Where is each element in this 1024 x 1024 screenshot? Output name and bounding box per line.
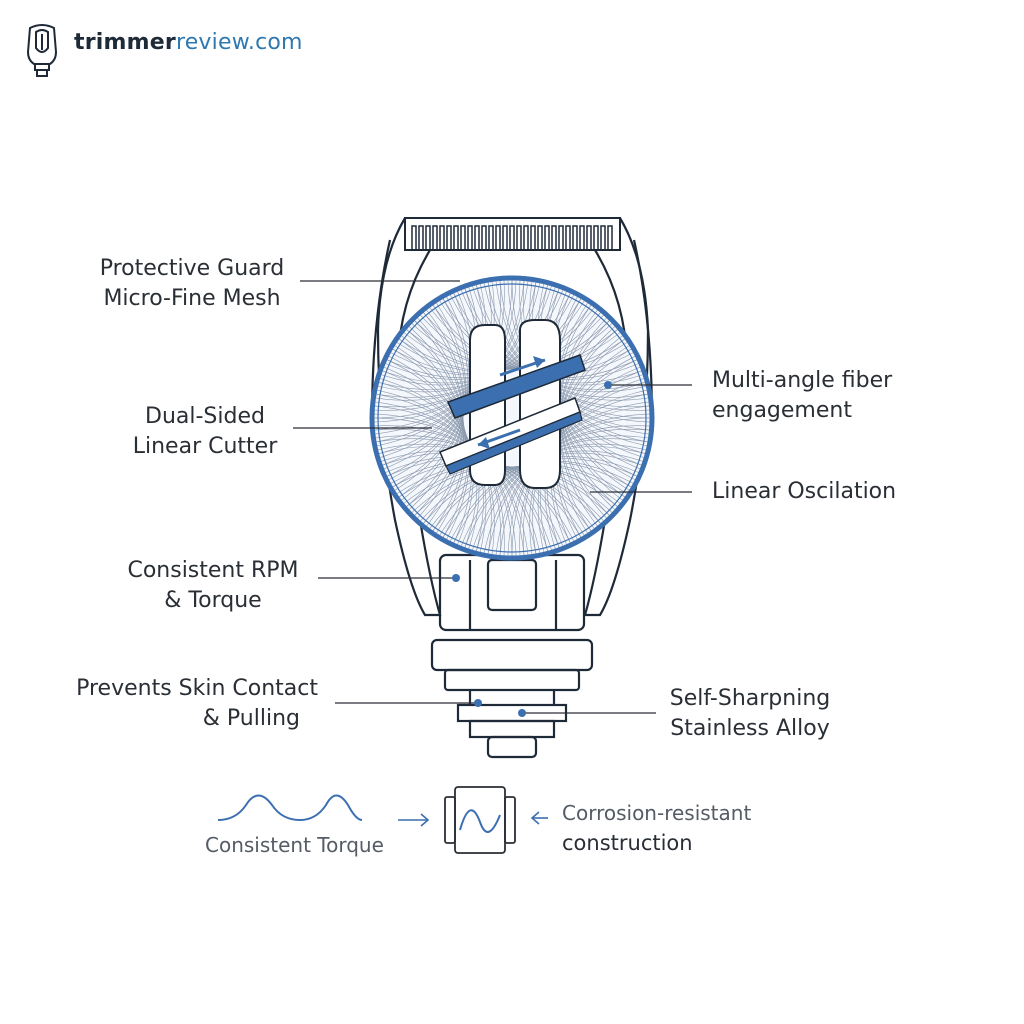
brand-name[interactable]: trimmerreview.com — [74, 30, 303, 55]
callout-dual-sided-line2: Linear Cutter — [132, 434, 278, 459]
corrosion-label-line2: construction — [562, 831, 693, 855]
callout-dual-sided: Dual-Sided Linear Cutter — [120, 402, 290, 462]
brand-name-part1: trimmer — [74, 30, 176, 55]
oscillation-box-icon — [444, 786, 516, 854]
callout-multi-angle: Multi-angle fiber engagement — [712, 366, 942, 426]
callout-protective-guard-line1: Protective Guard — [99, 256, 285, 281]
callout-consistent-rpm: Consistent RPM & Torque — [118, 556, 308, 616]
leader-lines — [293, 280, 692, 714]
comb-teeth — [404, 217, 621, 251]
callout-prevents-skin-line1: Prevents Skin Contact — [76, 676, 318, 701]
callout-consistent-rpm-line1: Consistent RPM — [127, 558, 299, 583]
leader-dots — [452, 381, 612, 717]
callout-prevents-skin-line2: & Pulling — [202, 706, 300, 731]
callout-prevents-skin: Prevents Skin Contact & Pulling — [60, 674, 318, 734]
callout-linear-oscillation-line1: Linear Oscilation — [712, 479, 897, 504]
callout-consistent-rpm-line2: & Torque — [164, 588, 262, 613]
brand-name-part2: review.com — [175, 30, 303, 55]
left-arrow-icon — [530, 811, 548, 825]
callout-protective-guard: Protective Guard Micro-Fine Mesh — [82, 254, 302, 314]
callout-linear-oscillation: Linear Oscilation — [712, 477, 942, 507]
callout-multi-angle-line2: engagement — [712, 398, 852, 423]
mesh-guard — [369, 275, 655, 561]
right-arrow-icon — [398, 813, 430, 827]
callout-multi-angle-line1: Multi-angle fiber — [712, 368, 893, 393]
callout-self-sharpening-line2: Stainless Alloy — [670, 716, 830, 741]
dual-blades — [439, 354, 586, 475]
torque-label: Consistent Torque — [205, 833, 384, 857]
callout-protective-guard-line2: Micro-Fine Mesh — [103, 286, 281, 311]
corrosion-label-line1: Corrosion-resistant — [562, 801, 752, 825]
callout-dual-sided-line1: Dual-Sided — [145, 404, 265, 429]
callout-self-sharpening-line1: Self-Sharpning — [669, 686, 831, 711]
torque-wave-icon — [217, 794, 363, 822]
trimmer-head-icon — [26, 24, 58, 77]
callout-self-sharpening: Self-Sharpning Stainless Alloy — [662, 684, 838, 744]
brand-header: trimmerreview.com — [22, 22, 303, 78]
